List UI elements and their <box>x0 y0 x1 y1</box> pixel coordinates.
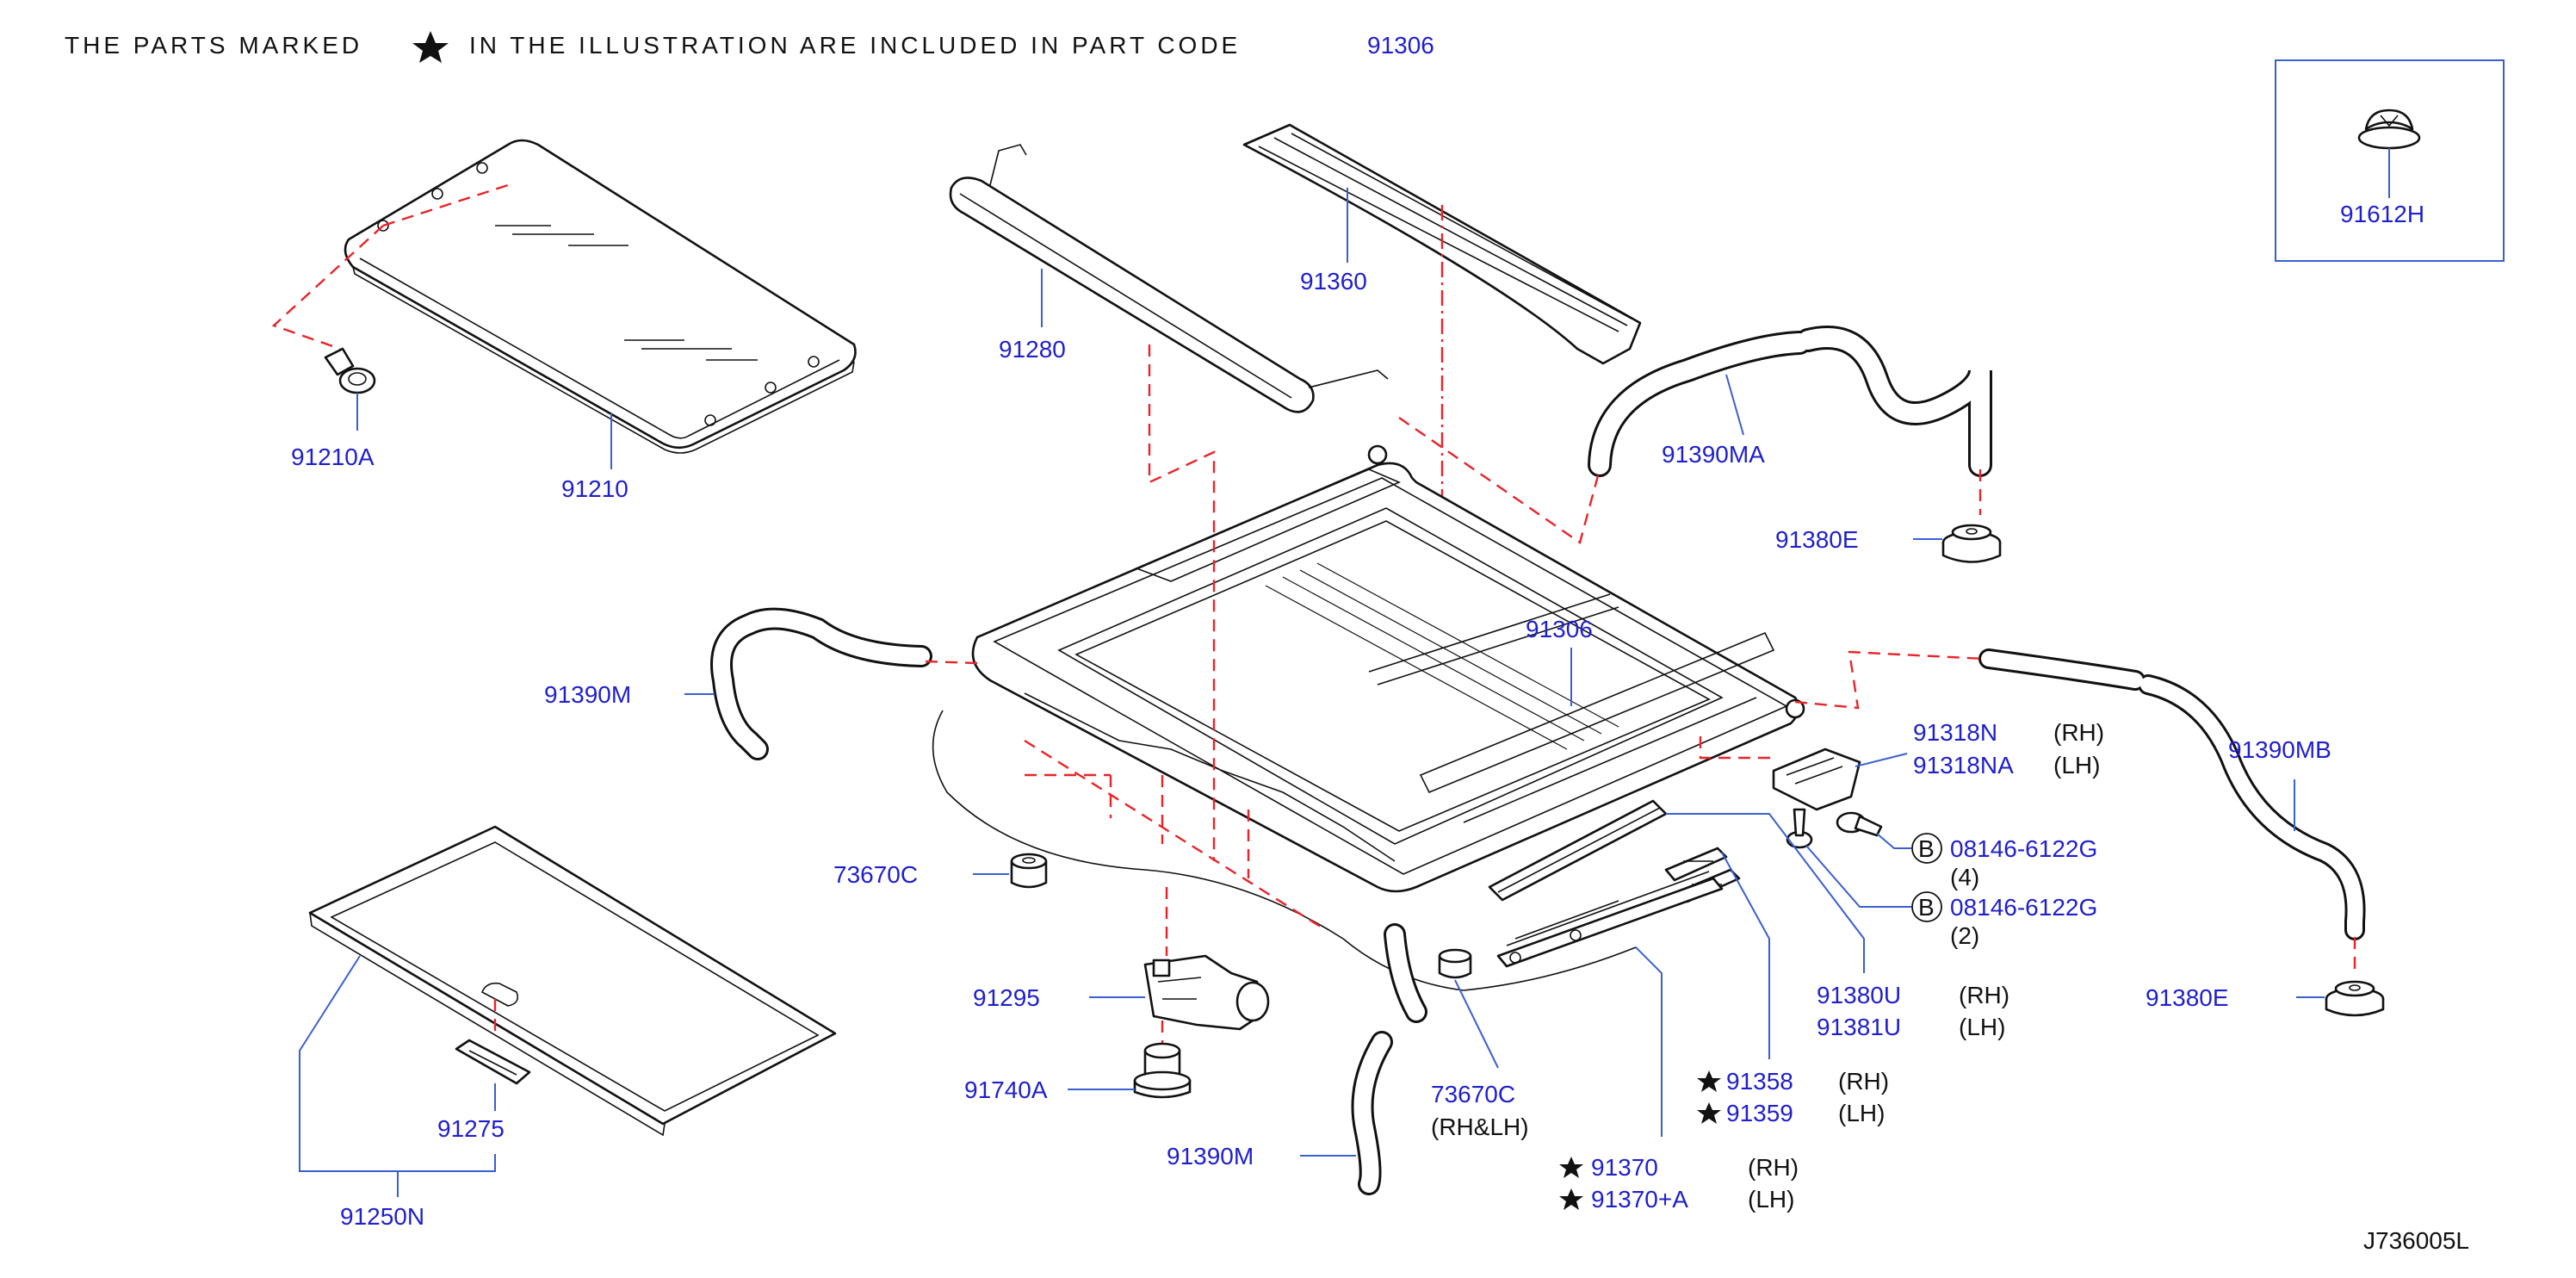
bolt-b-marker-b <box>1911 891 1942 922</box>
leader-08146-a <box>1876 833 1911 849</box>
header-text-after: IN THE ILLUSTRATION ARE INCLUDED IN PART… <box>469 32 1241 59</box>
leader-91250n <box>299 955 496 1172</box>
slide-91370-drawing <box>1496 871 1724 968</box>
header-text-before: THE PARTS MARKED <box>65 32 362 59</box>
spacer-91740a-drawing <box>1133 1042 1192 1099</box>
sunroof-frame-drawing <box>971 444 1805 893</box>
label-73670c-left: 73670C <box>833 861 918 888</box>
leader-91370 <box>1635 946 1663 1137</box>
bushing-73670c-bottom-drawing <box>1438 948 1472 979</box>
drain-hose-91390mb-drawing <box>1978 648 2366 940</box>
glass-lid-drawing <box>344 139 857 454</box>
label-91358-side: (RH) <box>1838 1068 1889 1095</box>
label-91370a-side: (LH) <box>1748 1186 1794 1213</box>
label-08146-a-qty: (4) <box>1950 864 1979 890</box>
label-91210: 91210 <box>561 475 629 502</box>
handle-91275-drawing <box>455 1039 531 1085</box>
label-73670c-bottom-side: (RH&LH) <box>1431 1114 1529 1140</box>
diagram-id: J736005L <box>2363 1227 2469 1254</box>
label-73670c-bottom: 73670C <box>1431 1081 1515 1107</box>
label-91280: 91280 <box>999 336 1066 363</box>
star-icon <box>412 31 449 63</box>
label-08146-b: 08146-6122G <box>1950 894 2097 921</box>
label-08146-a: 08146-6122G <box>1950 835 2097 862</box>
bushing-73670c-left-drawing <box>1010 853 1048 889</box>
label-91740a: 91740A <box>964 1076 1048 1103</box>
grommet-91380e-right-drawing <box>2325 980 2385 1017</box>
star-icon-91370a <box>1559 1188 1583 1210</box>
leader-08146-b <box>1805 845 1911 908</box>
drive-cable-drawing <box>932 710 1637 991</box>
dashed-link-lid-screw <box>271 225 384 351</box>
drain-hose-91390m-left-drawing <box>710 607 932 760</box>
drain-hose-91390ma-drawing <box>1588 326 1992 477</box>
label-91370a: 91370+A <box>1591 1186 1688 1213</box>
drain-hose-91390m-bottom-drawing <box>1351 923 1427 1195</box>
label-91318n-side: (RH) <box>2053 719 2104 746</box>
clip-91612h-drawing <box>2357 109 2421 150</box>
label-91210a: 91210A <box>291 444 375 470</box>
star-icon-91359 <box>1697 1102 1721 1124</box>
leader-91318n <box>1855 753 1908 767</box>
leader-91380u <box>1666 813 1865 973</box>
label-91390m-left: 91390M <box>544 681 631 708</box>
motor-91295-drawing <box>1143 954 1270 1031</box>
sunshade-91250n-drawing <box>308 825 837 1137</box>
dashed-link-91390ma <box>1398 417 1601 544</box>
label-91359-side: (LH) <box>1838 1100 1885 1126</box>
leader-73670c-bottom <box>1454 979 1499 1069</box>
bolt-08146-b-drawing <box>1786 808 1813 849</box>
leader-91358 <box>1721 852 1770 1059</box>
label-91390ma: 91390MA <box>1662 441 1765 468</box>
label-91370-side: (RH) <box>1748 1154 1799 1181</box>
dashed-link-91390m-left <box>925 660 978 665</box>
dashed-link-lid-top <box>382 183 509 227</box>
bolt-b-marker-a-text: B <box>1918 835 1935 862</box>
label-91380u-side: (RH) <box>1959 982 2009 1008</box>
dashed-link-tray <box>1024 739 1327 932</box>
grommet-91380e-top-drawing <box>1941 524 2002 563</box>
bolt-b-marker-a <box>1911 833 1942 864</box>
label-91306: 91306 <box>1526 616 1593 642</box>
label-91359: 91359 <box>1726 1100 1793 1126</box>
label-91318na-side: (LH) <box>2053 752 2100 779</box>
label-08146-b-qty: (2) <box>1950 922 1979 949</box>
header-part-code: 91306 <box>1367 32 1434 59</box>
label-91390m-bottom: 91390M <box>1167 1143 1254 1169</box>
label-91250n: 91250N <box>340 1203 424 1230</box>
label-91370: 91370 <box>1591 1154 1658 1181</box>
bolt-b-marker-b-text: B <box>1918 894 1935 921</box>
label-91380u: 91380U <box>1817 982 1901 1008</box>
bracket-91318n-drawing <box>1772 748 1861 811</box>
star-icon-91370 <box>1559 1157 1583 1178</box>
label-91360: 91360 <box>1300 268 1367 295</box>
label-91612h: 91612H <box>2340 201 2424 227</box>
inset-box <box>2275 59 2505 262</box>
label-91390mb: 91390MB <box>2228 736 2331 763</box>
wind-deflector-drawing <box>949 144 1389 413</box>
dashed-link-91390mb <box>1794 650 1985 710</box>
leader-91390ma <box>1725 374 1744 436</box>
label-91381u: 91381U <box>1817 1014 1901 1040</box>
label-91275: 91275 <box>437 1115 505 1142</box>
label-91318n: 91318N <box>1913 719 1997 746</box>
dashed-link-91318n <box>1699 736 1774 760</box>
label-91358: 91358 <box>1726 1068 1793 1095</box>
label-91295: 91295 <box>973 984 1040 1011</box>
label-91380e-right: 91380E <box>2146 984 2229 1011</box>
dashed-link-91280-frame <box>1148 344 1216 861</box>
label-91380e-top: 91380E <box>1775 526 1859 553</box>
label-91318na: 91318NA <box>1913 752 2014 779</box>
bolt-08146-a-drawing <box>1836 811 1883 837</box>
label-91381u-side: (LH) <box>1959 1014 2005 1040</box>
screw-91210a-drawing <box>324 347 376 394</box>
star-icon-91358 <box>1697 1070 1721 1092</box>
